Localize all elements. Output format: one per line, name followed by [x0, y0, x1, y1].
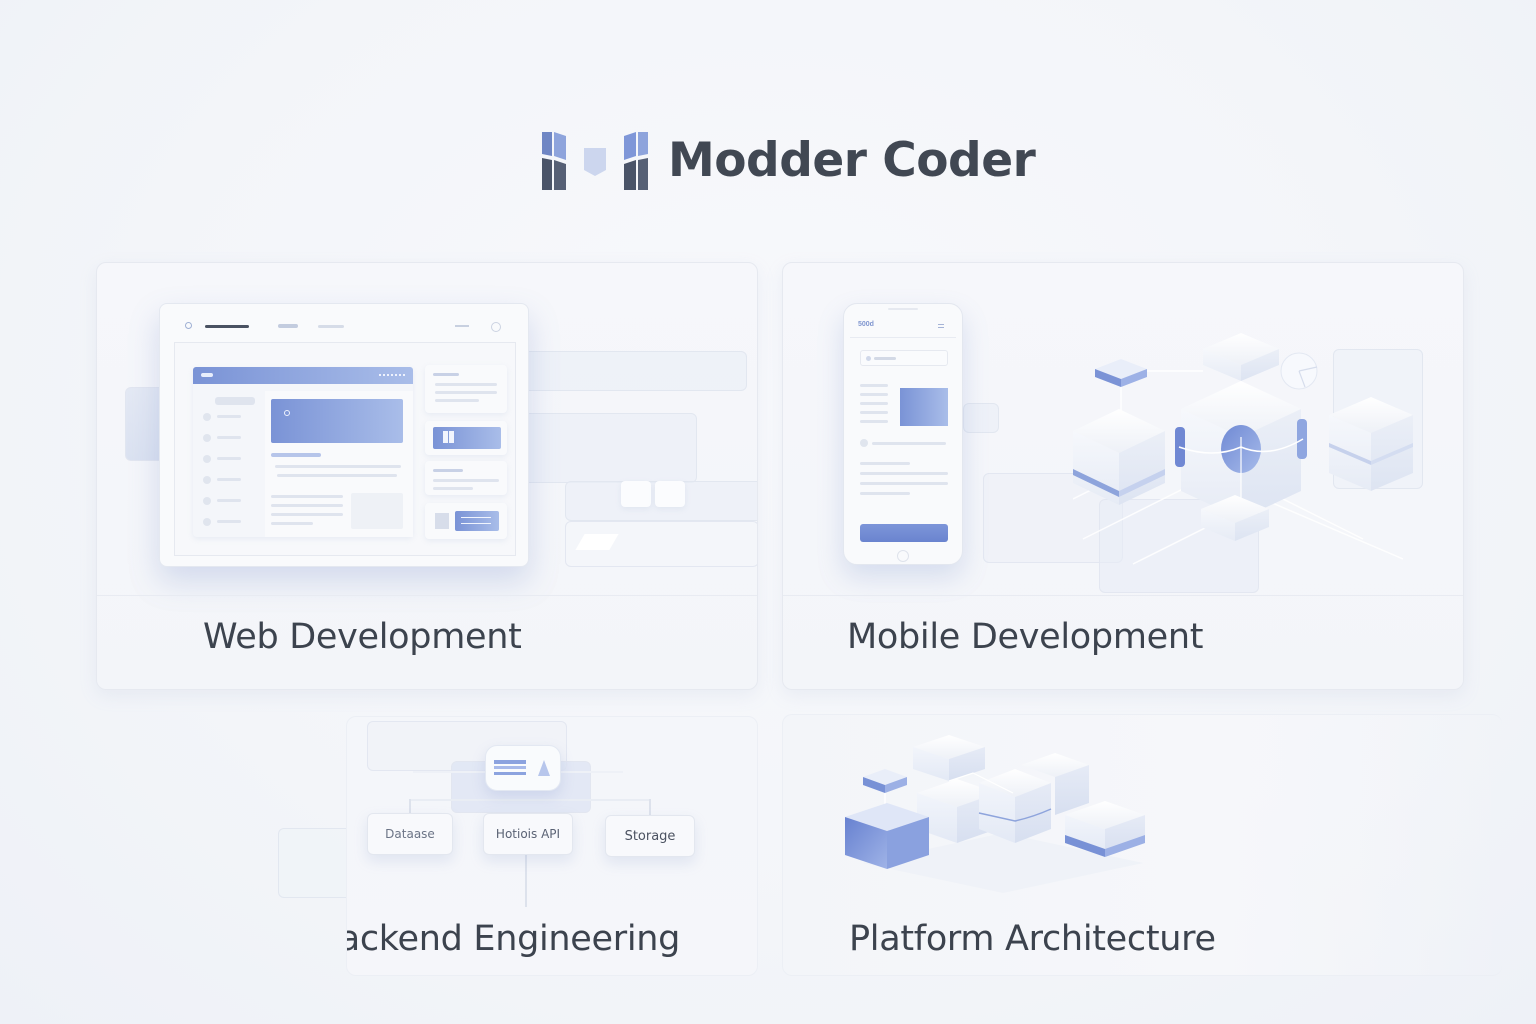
- card-title-mobile-development: Mobile Development: [847, 617, 1204, 657]
- browser-window-illustration: [97, 263, 757, 595]
- card-backend-engineering[interactable]: Dataase Hotiois API Storage Backend Engi…: [346, 716, 758, 976]
- search-icon: [185, 322, 192, 329]
- mobile-network-illustration: 500d: [783, 263, 1463, 595]
- card-title-platform-architecture: Platform Architecture: [849, 919, 1216, 959]
- cubes-network-graphic: [1073, 333, 1413, 565]
- server-diagram-illustration: Dataase Hotiois API Storage: [347, 717, 757, 907]
- node-database: Dataase: [367, 813, 453, 855]
- browser-toolbar: [160, 304, 528, 342]
- platform-cubes-graphic: [845, 735, 1145, 893]
- card-title-web-development: Web Development: [203, 617, 522, 657]
- server-database-icon: [485, 745, 561, 791]
- card-title-backend-engineering: Backend Engineering: [346, 919, 681, 959]
- card-platform-architecture[interactable]: Platform Architecture: [782, 714, 1502, 976]
- phone-cta-button: [860, 524, 948, 542]
- card-web-development[interactable]: Web Development: [96, 262, 758, 690]
- menu-icon: [938, 324, 944, 328]
- upload-icon: [455, 321, 469, 327]
- card-divider: [783, 595, 1463, 596]
- node-api: Hotiois API: [483, 813, 573, 855]
- brand-header: Modder Coder: [542, 130, 1036, 190]
- card-mobile-development[interactable]: 500d: [782, 262, 1464, 690]
- modder-coder-logo-icon: [542, 132, 648, 190]
- profile-circle-icon: [491, 322, 501, 332]
- brand-name: Modder Coder: [668, 132, 1036, 188]
- node-storage: Storage: [605, 815, 695, 857]
- browser-window: [159, 303, 529, 567]
- isometric-cubes-illustration: [783, 715, 1502, 895]
- phone-header-label: 500d: [858, 321, 874, 328]
- card-divider: [97, 595, 757, 596]
- phone-mockup: 500d: [843, 303, 963, 565]
- search-icon: [866, 356, 871, 361]
